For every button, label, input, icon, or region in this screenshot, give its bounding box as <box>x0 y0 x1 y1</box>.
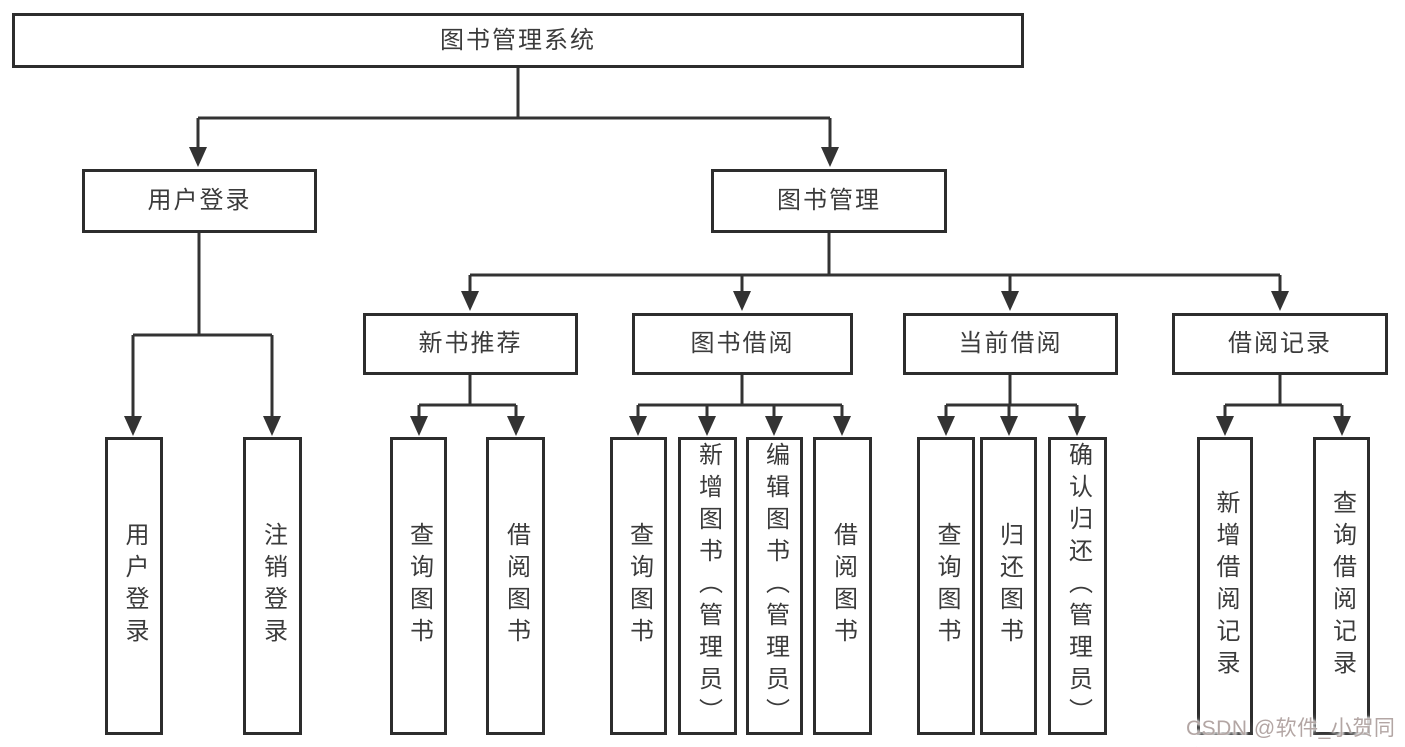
leaf-user-login: 用户登录 <box>105 437 163 735</box>
node-book-management: 图书管理 <box>711 169 947 233</box>
node-new-book-recommend: 新书推荐 <box>363 313 578 375</box>
leaf-borrow-books: 借阅图书 <box>813 437 872 735</box>
node-library-management-system: 图书管理系统 <box>12 13 1024 68</box>
node-borrowing-records: 借阅记录 <box>1172 313 1388 375</box>
node-book-borrowing: 图书借阅 <box>632 313 853 375</box>
node-user-login: 用户登录 <box>82 169 317 233</box>
leaf-query-books-borrowing: 查询图书 <box>610 437 667 735</box>
leaf-confirm-return-admin: 确认归还（管理员） <box>1048 437 1107 735</box>
leaf-borrow-books-recommend: 借阅图书 <box>486 437 545 735</box>
leaf-add-books-admin: 新增图书（管理员） <box>678 437 737 735</box>
node-current-borrowing: 当前借阅 <box>903 313 1118 375</box>
leaf-query-borrow-record: 查询借阅记录 <box>1313 437 1370 735</box>
leaf-add-borrow-record: 新增借阅记录 <box>1197 437 1253 735</box>
csdn-watermark: CSDN @软件_小贺同学 <box>1186 717 1396 740</box>
leaf-query-books-current: 查询图书 <box>917 437 975 735</box>
leaf-return-books: 归还图书 <box>980 437 1037 735</box>
leaf-logout: 注销登录 <box>243 437 302 735</box>
arrowheads <box>124 147 1351 436</box>
leaf-query-books-recommend: 查询图书 <box>390 437 447 735</box>
leaf-edit-books-admin: 编辑图书（管理员） <box>746 437 803 735</box>
